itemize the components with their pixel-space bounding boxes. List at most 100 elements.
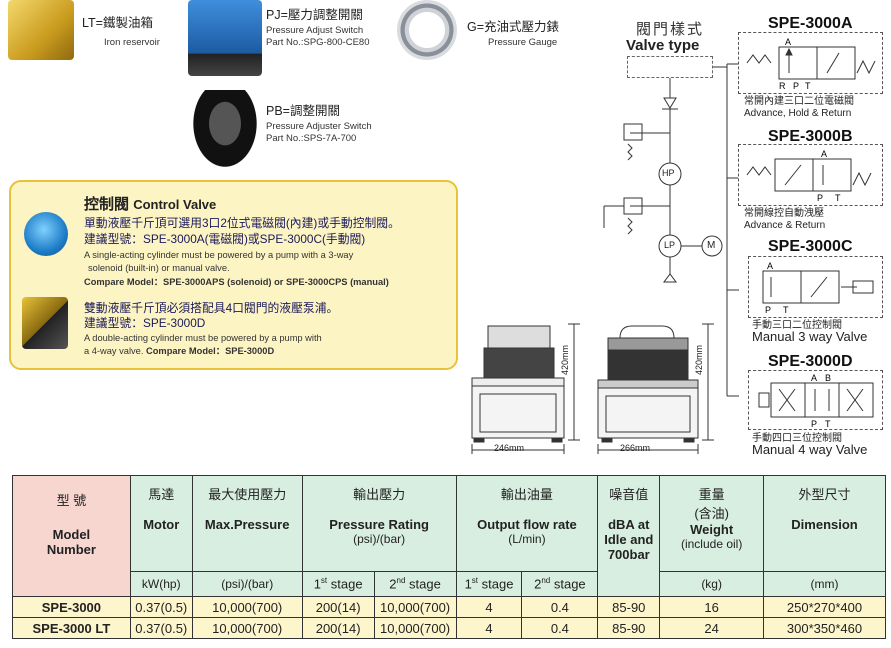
- valve-d-port-p: P: [811, 419, 817, 429]
- th-noise: 噪音值 dBA at Idle and 700bar: [597, 475, 661, 597]
- valve-b-port-t: T: [835, 193, 841, 203]
- g-sub: Pressure Gauge: [488, 37, 558, 48]
- valve-a-port-r: R: [779, 81, 786, 91]
- cell-model: SPE-3000: [12, 596, 131, 618]
- single-compare: Compare Model：SPE-3000APS (solenoid) or …: [84, 277, 389, 287]
- control-valve-title-en: Control Valve: [133, 197, 217, 212]
- cell-p2: 10,000(700): [373, 596, 457, 618]
- double-en1: A double-acting cylinder must be powered…: [84, 333, 322, 343]
- cell-weight: 24: [659, 617, 765, 639]
- cell-f1: 4: [455, 596, 523, 618]
- hydraulic-schematic: [603, 78, 723, 283]
- pj-title: PJ=壓力調整開關: [266, 8, 363, 22]
- cell-f1: 4: [455, 617, 523, 639]
- double-en2: a 4-way valve.: [84, 346, 144, 356]
- th-pressure-stage1: 1st stage: [301, 571, 375, 597]
- th-model: 型 號 Model Number: [12, 475, 131, 597]
- motor-label: M: [707, 240, 716, 251]
- dim-width-1: 246mm: [494, 443, 525, 453]
- solenoid-valve-photo: [24, 212, 68, 256]
- cell-noise: 85-90: [597, 617, 661, 639]
- valve-a-cap-en: Advance, Hold & Return: [744, 108, 852, 119]
- valve-d-port-t: T: [825, 419, 831, 429]
- cell-dim: 250*270*400: [763, 596, 886, 618]
- dim-height-1: 420mm: [560, 344, 570, 375]
- dim-height-2: 420mm: [694, 344, 704, 375]
- pb-sub2: Part No.:SPS-7A-700: [266, 133, 357, 144]
- pj-sub2: Part No.:SPG-800-CE80: [266, 37, 370, 48]
- valve-c-cap-en: Manual 3 way Valve: [752, 329, 868, 344]
- valve-a-port-p: P: [793, 81, 799, 91]
- valve-type-cn: 閥門樣式: [636, 21, 705, 38]
- pb-title: PB=調整開關: [266, 104, 340, 118]
- th-motor-unit: kW(hp): [129, 571, 193, 597]
- valve-c-port-t: T: [783, 305, 789, 315]
- control-valve-panel: [9, 180, 458, 370]
- th-maxp-unit: (psi)/(bar): [191, 571, 303, 597]
- valve-a-port-t: T: [805, 81, 811, 91]
- valve-c-title: SPE-3000C: [768, 238, 853, 255]
- cell-maxp: 10,000(700): [191, 596, 303, 618]
- cell-motor: 0.37(0.5): [129, 617, 193, 639]
- four-way-valve-photo: [22, 297, 68, 349]
- valve-c-symbol: A P T: [748, 256, 883, 318]
- valve-c-cap-cn: 手動三口二位控制閥: [752, 320, 842, 331]
- valve-d-cap-en: Manual 4 way Valve: [752, 442, 868, 457]
- valve-c-port-p: P: [765, 305, 771, 315]
- lt-title: LT=鐵製油箱: [82, 16, 153, 30]
- dim-width-2: 266mm: [620, 443, 651, 453]
- cell-f2: 0.4: [521, 617, 599, 639]
- valve-d-title: SPE-3000D: [768, 353, 853, 370]
- single-line1: 單動液壓千斤頂可選用3口2位式電磁閥(內建)或手動控制閥。: [84, 216, 400, 230]
- iron-reservoir-photo: [8, 0, 74, 60]
- th-weight: 重量 (含油) Weight (include oil): [659, 475, 765, 572]
- valve-b-symbol: A P T: [738, 144, 883, 206]
- cell-motor: 0.37(0.5): [129, 596, 193, 618]
- valve-a-title: SPE-3000A: [768, 15, 853, 32]
- lp-label: LP: [664, 240, 676, 250]
- pj-sub1: Pressure Adjust Switch: [266, 25, 364, 36]
- th-flow: 輸出油量 Output flow rate (L/min): [455, 475, 599, 572]
- valve-b-port-a: A: [821, 149, 827, 159]
- single-en1: A single-acting cylinder must be powered…: [84, 250, 354, 260]
- th-motor: 馬達 Motor: [129, 475, 193, 572]
- g-title: G=充油式壓力錶: [467, 20, 560, 34]
- valve-b-port-p: P: [817, 193, 823, 203]
- pump-dimension-drawings: [471, 323, 714, 454]
- control-valve-title: 控制閥 Control Valve: [84, 193, 216, 214]
- single-en2: solenoid (built-in) or manual valve.: [88, 263, 230, 273]
- valve-a-cap-cn: 常開內建三口二位電磁閥: [744, 96, 854, 107]
- cell-weight: 16: [659, 596, 765, 618]
- cell-p1: 200(14): [301, 617, 375, 639]
- cell-dim: 300*350*460: [763, 617, 886, 639]
- th-flow-stage2: 2nd stage: [521, 571, 599, 597]
- double-line1: 雙動液壓千斤頂必須搭配具4口閥門的液壓泵浦。: [84, 301, 339, 315]
- valve-b-cap-cn: 常開線控自動洩壓: [744, 208, 824, 219]
- cell-p2: 10,000(700): [373, 617, 457, 639]
- double-compare: Compare Model：SPE-3000D: [146, 346, 275, 356]
- table-row: SPE-3000 LT 0.37(0.5) 10,000(700) 200(14…: [12, 617, 886, 639]
- valve-c-port-a: A: [767, 261, 773, 271]
- valve-type-box: [627, 56, 713, 78]
- cell-maxp: 10,000(700): [191, 617, 303, 639]
- cell-noise: 85-90: [597, 596, 661, 618]
- valve-branch-lines: [713, 63, 739, 397]
- th-maxp: 最大使用壓力 Max.Pressure: [191, 475, 303, 572]
- spec-table: 型 號 Model Number 馬達 Motor 最大使用壓力 Max.Pre…: [12, 475, 886, 639]
- pressure-gauge-photo: [397, 0, 457, 60]
- valve-a-symbol: A R P T: [738, 32, 883, 94]
- th-pressure-stage2: 2nd stage: [373, 571, 457, 597]
- single-line2: 建議型號：SPE-3000A(電磁閥)或SPE-3000C(手動閥): [84, 232, 366, 246]
- pressure-adjust-switch-photo: [188, 0, 262, 76]
- valve-d-port-b: B: [825, 373, 831, 383]
- th-dimension-unit: (mm): [763, 571, 886, 597]
- valve-b-cap-en: Advance & Return: [744, 220, 826, 231]
- cell-f2: 0.4: [521, 596, 599, 618]
- th-dimension: 外型尺寸 Dimension: [763, 475, 886, 572]
- double-en2-row: a 4-way valve. Compare Model：SPE-3000D: [84, 345, 274, 357]
- th-pressure-rating: 輸出壓力 Pressure Rating (psi)/(bar): [301, 475, 457, 572]
- double-line2: 建議型號：SPE-3000D: [84, 316, 206, 330]
- valve-d-port-a: A: [811, 373, 817, 383]
- cell-model: SPE-3000 LT: [12, 617, 131, 639]
- lt-sub: Iron reservoir: [104, 37, 160, 48]
